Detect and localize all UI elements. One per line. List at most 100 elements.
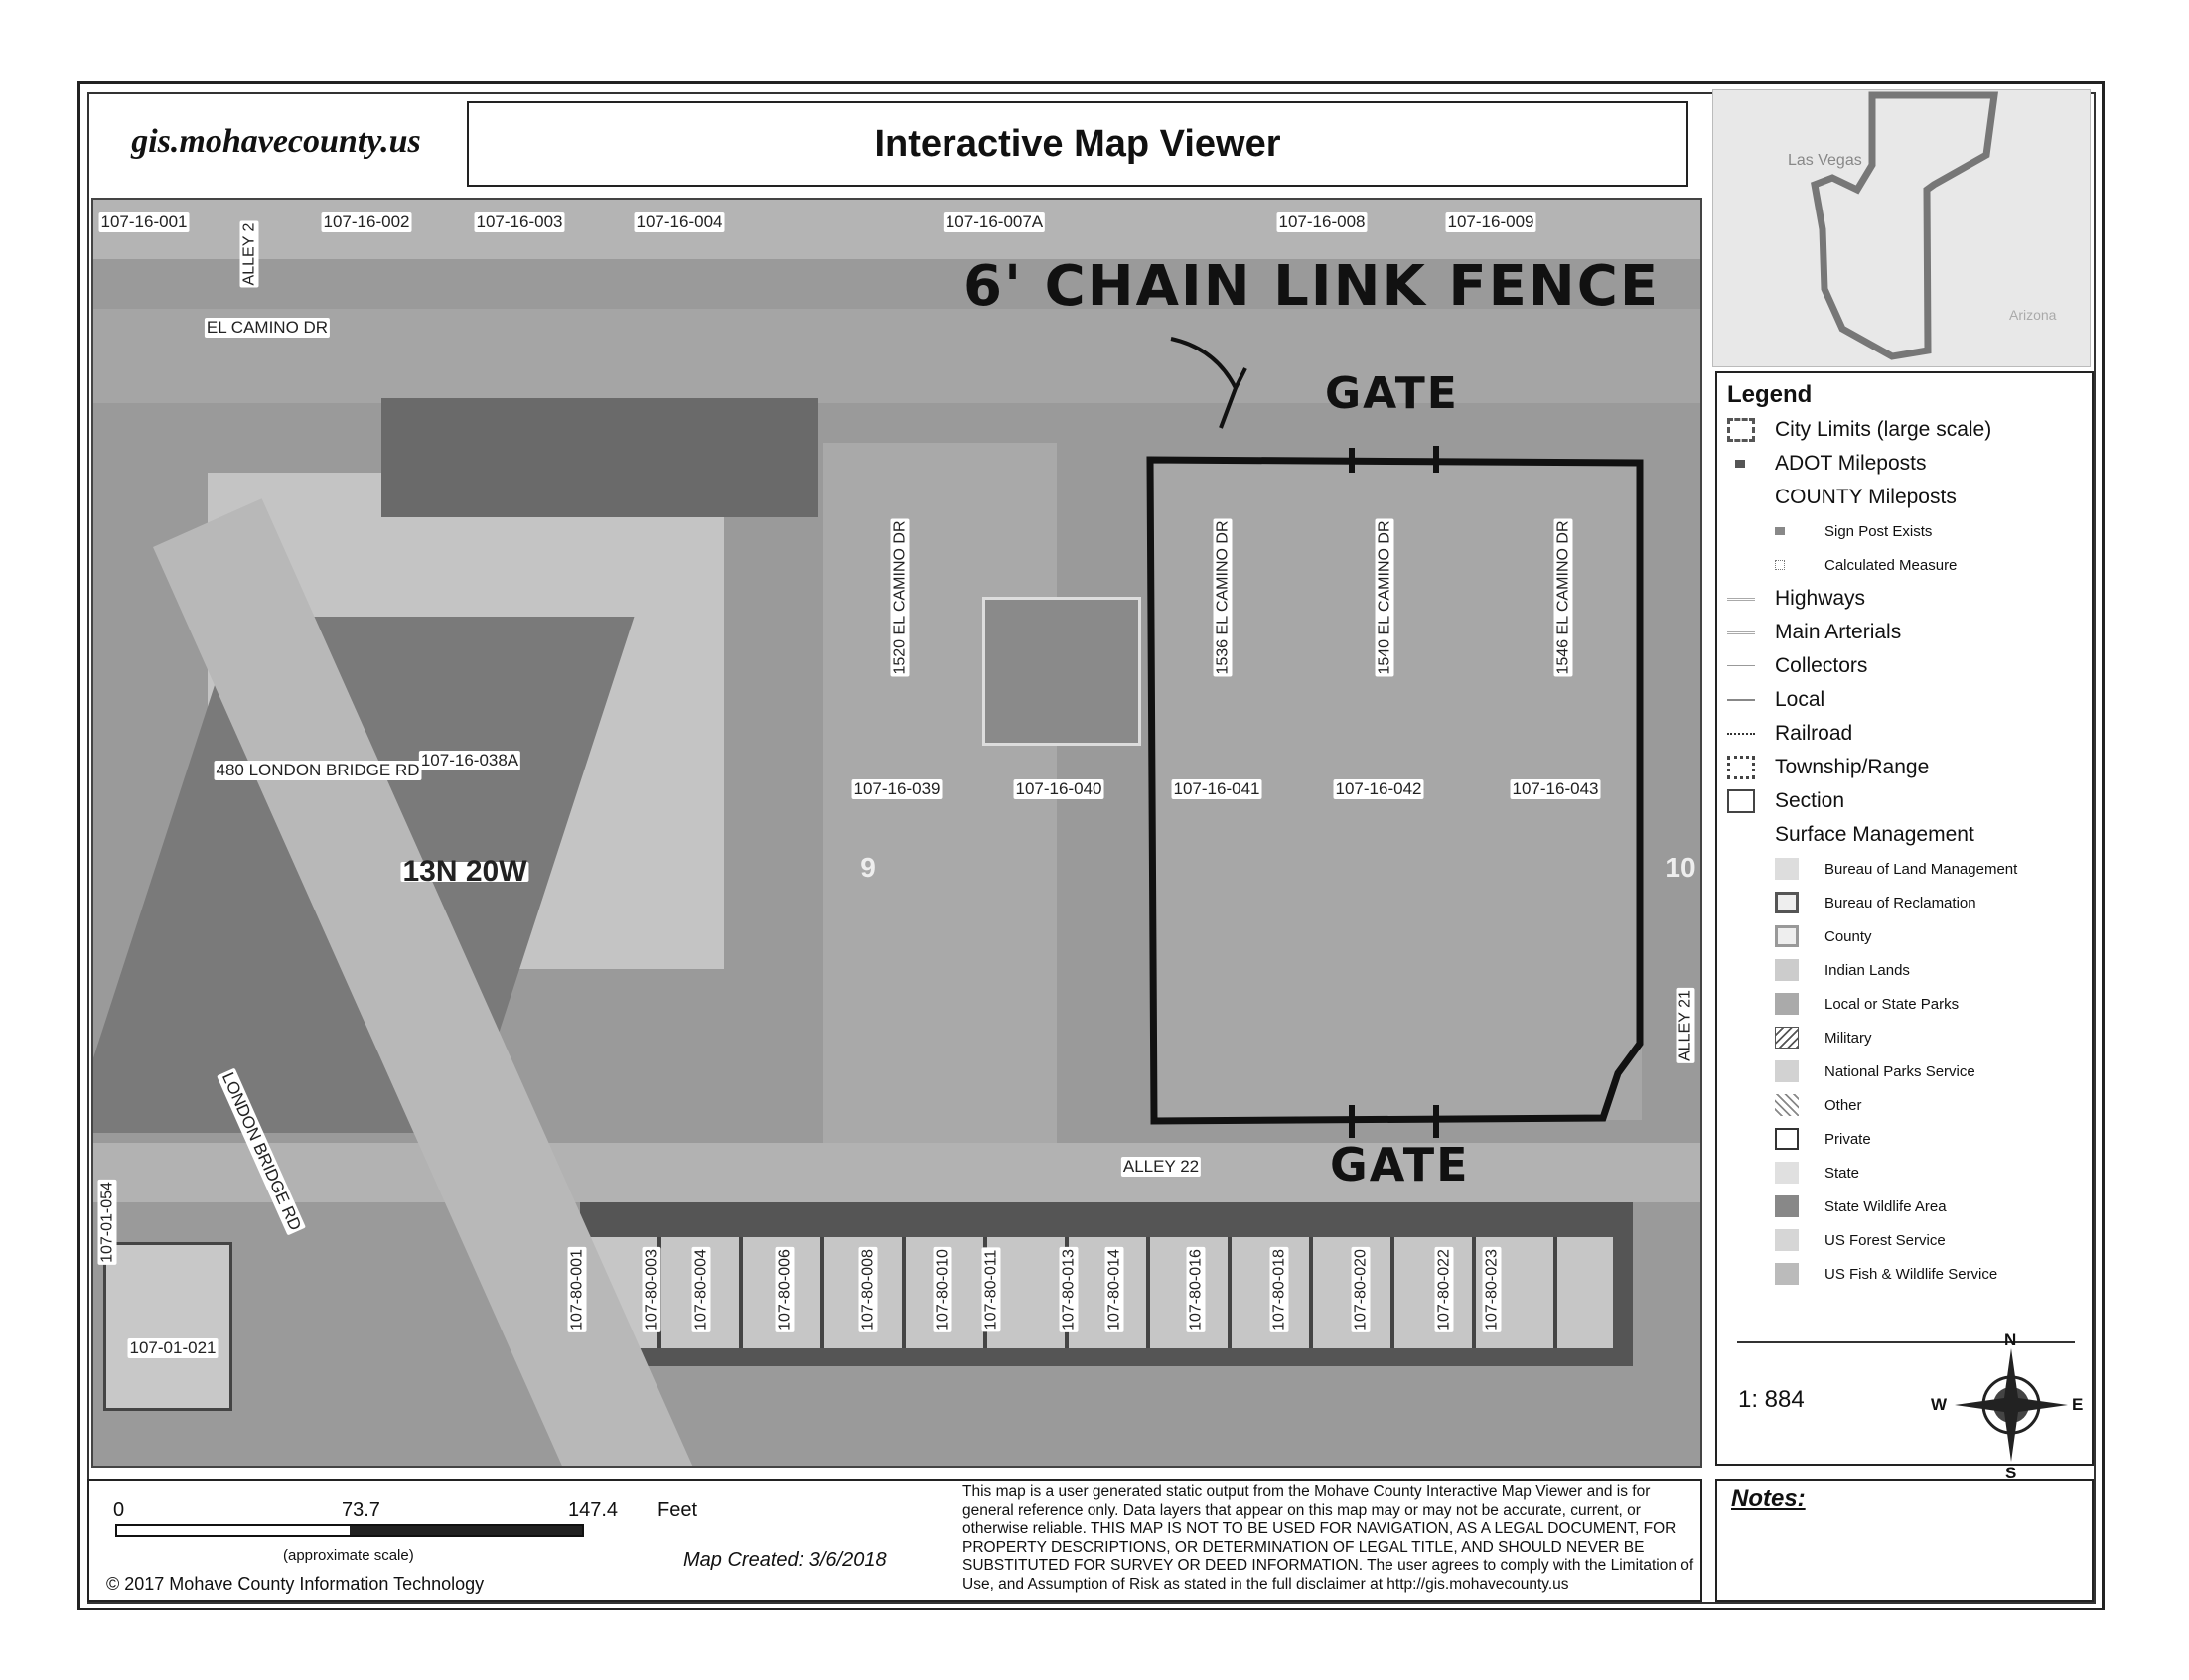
legend-swatch-icon — [1775, 858, 1799, 880]
section-label: 9 — [860, 852, 876, 883]
parcel-label: 107-16-043 — [1510, 779, 1601, 799]
legend-label: Railroad — [1775, 722, 1853, 745]
legend-label: Surface Management — [1775, 823, 1974, 846]
parcel-label: 107-16-039 — [851, 779, 943, 799]
gate-annotation-top: GATE — [1325, 368, 1459, 419]
legend-label: Indian Lands — [1824, 961, 1910, 979]
page-border — [77, 81, 2105, 1610]
legend-label: Collectors — [1775, 654, 1868, 677]
locator-inset-map: Las Vegas Arizona — [1712, 89, 2091, 367]
legend-label: Highways — [1775, 587, 1866, 610]
legend-swatch-icon — [1775, 1094, 1799, 1116]
scale-ratio: 1: 884 — [1738, 1386, 1805, 1413]
legend-panel: Legend City Limits (large scale) ADOT Mil… — [1715, 371, 2094, 1466]
legend-label: Local — [1775, 688, 1825, 711]
legend-label: US Fish & Wildlife Service — [1824, 1265, 1998, 1283]
legend-item-local-or-state-parks: Local or State Parks — [1717, 987, 2092, 1021]
legend-item-private: Private — [1717, 1122, 2092, 1156]
legend-swatch-icon — [1727, 756, 1755, 779]
legend-swatch-icon — [1727, 665, 1755, 666]
legend-label: State — [1824, 1164, 1860, 1182]
legend-swatch-icon — [1727, 699, 1755, 701]
legend-swatch-icon — [1727, 733, 1755, 735]
legend-item-main-arterials: Main Arterials — [1717, 616, 2092, 649]
scale-zero: 0 — [113, 1499, 125, 1521]
scale-max: 147.4 — [568, 1499, 619, 1521]
building-wing — [381, 398, 818, 517]
legend-item-city-limits-large-scale-: City Limits (large scale) — [1717, 413, 2092, 447]
legend-item-bureau-of-land-management: Bureau of Land Management — [1717, 852, 2092, 886]
legend-swatch-icon — [1775, 1162, 1799, 1184]
compass-e: E — [2072, 1395, 2084, 1414]
legend-label: Sign Post Exists — [1824, 522, 1933, 540]
legend-label: Bureau of Land Management — [1824, 860, 2018, 878]
legend-label: Calculated Measure — [1824, 556, 1958, 574]
legend-item-state-wildlife-area: State Wildlife Area — [1717, 1190, 2092, 1223]
legend-item-section: Section — [1717, 784, 2092, 818]
legend-title: Legend — [1727, 381, 1813, 408]
legend-label: Township/Range — [1775, 756, 1930, 778]
parcel-label: 107-16-042 — [1333, 779, 1424, 799]
notes-label: Notes: — [1731, 1485, 1806, 1512]
notes-panel: Notes: — [1715, 1479, 2094, 1602]
legend-item-sign-post-exists: Sign Post Exists — [1717, 514, 2092, 548]
legend-label: National Parks Service — [1824, 1062, 1975, 1080]
parcel-label: 107-16-001 — [98, 212, 190, 232]
legend-label: City Limits (large scale) — [1775, 418, 1992, 441]
parcel-label: 107-01-021 — [127, 1338, 219, 1358]
compass-w: W — [1931, 1395, 1948, 1414]
legend-label: County — [1824, 927, 1872, 945]
legend-swatch-icon — [1775, 1263, 1799, 1285]
legend-swatch-icon — [1775, 1229, 1799, 1251]
scale-bar — [115, 1524, 584, 1537]
legend-item-county: County — [1717, 919, 2092, 953]
legend-swatch-icon — [1727, 789, 1755, 813]
legend-item-surface-management: Surface Management — [1717, 818, 2092, 852]
legend-item-county-mileposts: COUNTY Mileposts — [1717, 481, 2092, 514]
legend-swatch-icon — [1775, 1195, 1799, 1217]
legend-item-us-fish-wildlife-service: US Fish & Wildlife Service — [1717, 1257, 2092, 1291]
address-label: 480 LONDON BRIDGE RD — [214, 761, 422, 780]
legend-swatch-icon — [1775, 560, 1785, 570]
legend-item-township-range: Township/Range — [1717, 751, 2092, 784]
legend-label: Military — [1824, 1029, 1872, 1047]
street-label-el-camino: EL CAMINO DR — [204, 318, 331, 338]
legend-item-railroad: Railroad — [1717, 717, 2092, 751]
legend-item-calculated-measure: Calculated Measure — [1717, 548, 2092, 582]
legend-swatch-icon — [1735, 460, 1745, 468]
legend-item-indian-lands: Indian Lands — [1717, 953, 2092, 987]
legend-label: State Wildlife Area — [1824, 1197, 1947, 1215]
scale-note: (approximate scale) — [283, 1547, 414, 1564]
page-title: Interactive Map Viewer — [467, 101, 1688, 187]
footer-panel: 0 73.7 147.4 Feet (approximate scale) © … — [87, 1479, 1702, 1602]
legend-swatch-icon — [1775, 1060, 1799, 1082]
legend-item-national-parks-service: National Parks Service — [1717, 1054, 2092, 1088]
legend-item-bureau-of-reclamation: Bureau of Reclamation — [1717, 886, 2092, 919]
parcel-label: 107-16-041 — [1171, 779, 1262, 799]
legend-swatch-icon — [1727, 418, 1755, 442]
fence-outline — [1146, 337, 1644, 1138]
legend-item-adot-mileposts: ADOT Mileposts — [1717, 447, 2092, 481]
map-created-date: Map Created: 3/6/2018 — [683, 1549, 887, 1571]
legend-swatch-icon — [1775, 993, 1799, 1015]
scale-mid: 73.7 — [342, 1499, 380, 1521]
north-arrow-compass-icon: N S W E — [1931, 1330, 2083, 1482]
inset-label-las-vegas: Las Vegas — [1788, 152, 1862, 169]
legend-item-us-forest-service: US Forest Service — [1717, 1223, 2092, 1257]
gate-annotation-bottom: GATE — [1330, 1138, 1470, 1191]
parcel-label: 107-16-004 — [634, 212, 725, 232]
building-040 — [982, 597, 1141, 746]
legend-label: Bureau of Reclamation — [1824, 894, 1976, 911]
street-label-alley-22: ALLEY 22 — [1120, 1157, 1202, 1177]
road-el-camino — [93, 309, 1700, 403]
parcel-label: 107-16-040 — [1013, 779, 1104, 799]
legend-label: ADOT Mileposts — [1775, 452, 1927, 475]
legend-swatch-icon — [1727, 631, 1755, 634]
building-021 — [103, 1242, 232, 1411]
parcel-label: 107-16-002 — [321, 212, 412, 232]
legend-label: Other — [1824, 1096, 1862, 1114]
parcel-label: 107-16-003 — [474, 212, 565, 232]
map-view[interactable]: 107-16-001 107-16-002 107-16-003 107-16-… — [91, 198, 1702, 1468]
legend-item-collectors: Collectors — [1717, 649, 2092, 683]
road-alley-22 — [93, 1143, 1700, 1202]
